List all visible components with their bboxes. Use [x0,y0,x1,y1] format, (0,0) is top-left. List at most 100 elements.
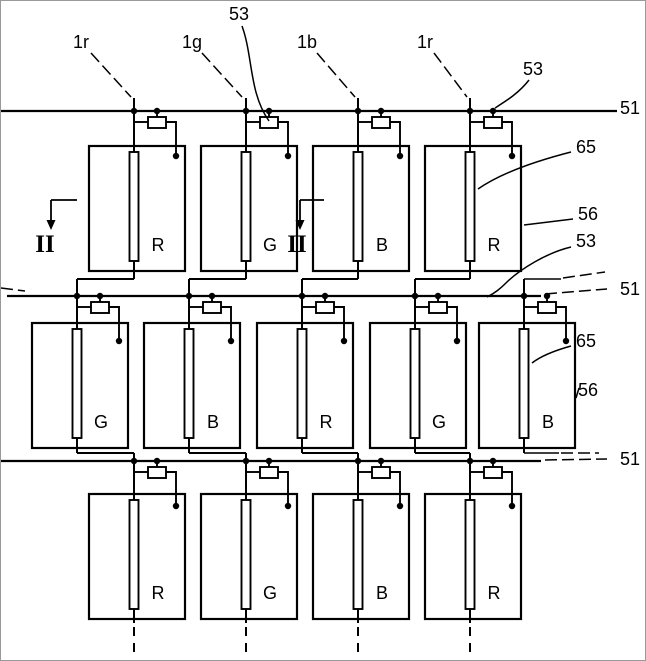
pixel-color-letter: R [488,235,501,255]
pixel-contact-dot [562,337,570,345]
pixel-contact-dot [508,152,516,160]
reference-label: 56 [578,380,598,400]
tft-drain-electrode [390,121,401,156]
electrode-65-double-line [409,328,421,439]
gate-crossing-dot [242,457,250,465]
pixel-contact-dot [396,152,404,160]
electrode-65-double-line [240,151,252,262]
pixel-contact-dot [172,152,180,160]
reference-label: 1g [182,32,202,52]
pixel-contact-dot [227,337,235,345]
pixel-color-letter: G [94,412,108,432]
tft-gate [259,466,279,479]
leader-56-top [523,218,574,226]
gateline2-left-dash [1,287,26,292]
tft-gate [90,301,110,314]
gate-crossing-dot [242,107,250,115]
gate-crossing-dot [466,107,474,115]
electrode-65-double-line [128,499,140,610]
reference-label: II [35,231,54,258]
gate-stem-dot [377,457,385,465]
pixel-contact-dot [284,152,292,160]
gate-crossing-dot [411,292,419,300]
electrode-65-double-line [464,499,476,610]
pixel-contact-dot [172,502,180,510]
pixel-color-letter: R [152,235,165,255]
tft-gate [428,301,448,314]
pixel-color-letter: R [152,583,165,603]
tft-drain-electrode [502,121,513,156]
section-arrow-head [295,220,305,230]
reference-label: 53 [576,231,596,251]
tft-gate [147,116,167,129]
tft-gate [371,116,391,129]
tft-drain-electrode [390,471,401,506]
tft-gate [537,301,557,314]
leader-51-bottom-dash [544,458,608,461]
electrode-65-double-line [464,151,476,262]
leader-1r-b [433,52,468,98]
tft-gate [483,466,503,479]
gate-stem-dot [96,292,104,300]
tft-drain-electrode [278,471,289,506]
leader-53-top [241,25,270,122]
tft-gate [147,466,167,479]
leader-1b [316,52,356,98]
tft-drain-electrode [334,306,345,341]
pixel-color-letter: B [207,412,219,432]
pixel-color-letter: B [542,412,554,432]
tft-gate [259,116,279,129]
leader-1r-a [90,52,132,98]
section-arrow-head [46,220,56,230]
gate-stem-dot [434,292,442,300]
pixel-color-letter: G [432,412,446,432]
reference-label: 56 [578,204,598,224]
gate-stem-dot [153,457,161,465]
pixel-contact-dot [396,502,404,510]
gate-crossing-dot [130,457,138,465]
gate-crossing-dot [185,292,193,300]
pixel-contact-dot [340,337,348,345]
gate-stem-dot [321,292,329,300]
tft-gate [315,301,335,314]
pixel-color-letter: G [263,235,277,255]
pixel-color-letter: G [263,583,277,603]
pixel-contact-dot [115,337,123,345]
electrode-65-double-line [296,328,308,439]
gate-stem-dot [377,107,385,115]
pixel-color-letter: B [376,235,388,255]
reference-label: 65 [576,137,596,157]
pixel-contact-dot [508,502,516,510]
reference-label: 65 [576,331,596,351]
tft-drain-electrode [166,471,177,506]
reference-label: 1r [417,32,433,52]
reference-label: 53 [523,59,543,79]
tft-gate [371,466,391,479]
tft-drain-electrode [447,306,458,341]
gate-stem-dot [489,107,497,115]
electrode-65-double-line [128,151,140,262]
leader-65-top [477,151,572,190]
leader-51-middle-dash [544,288,608,295]
electrode-65-double-line [518,328,530,439]
tft-drain-electrode [221,306,232,341]
leader-1g [201,52,243,98]
pixel-contact-dot [453,337,461,345]
gate-stem-dot [153,107,161,115]
tft-gate [483,116,503,129]
tft-gate [202,301,222,314]
leader-53-middle [486,246,572,298]
tft-drain-electrode [502,471,513,506]
reference-label: 51 [620,449,640,469]
tft-drain-electrode [109,306,120,341]
reference-label: 51 [620,279,640,299]
electrode-65-double-line [352,499,364,610]
pixel-color-letter: B [376,583,388,603]
reference-label: II [287,231,306,258]
gate-crossing-dot [520,292,528,300]
tft-drain-electrode [278,121,289,156]
electrode-65-double-line [240,499,252,610]
gate-crossing-dot [466,457,474,465]
gate-stem-dot [265,457,273,465]
